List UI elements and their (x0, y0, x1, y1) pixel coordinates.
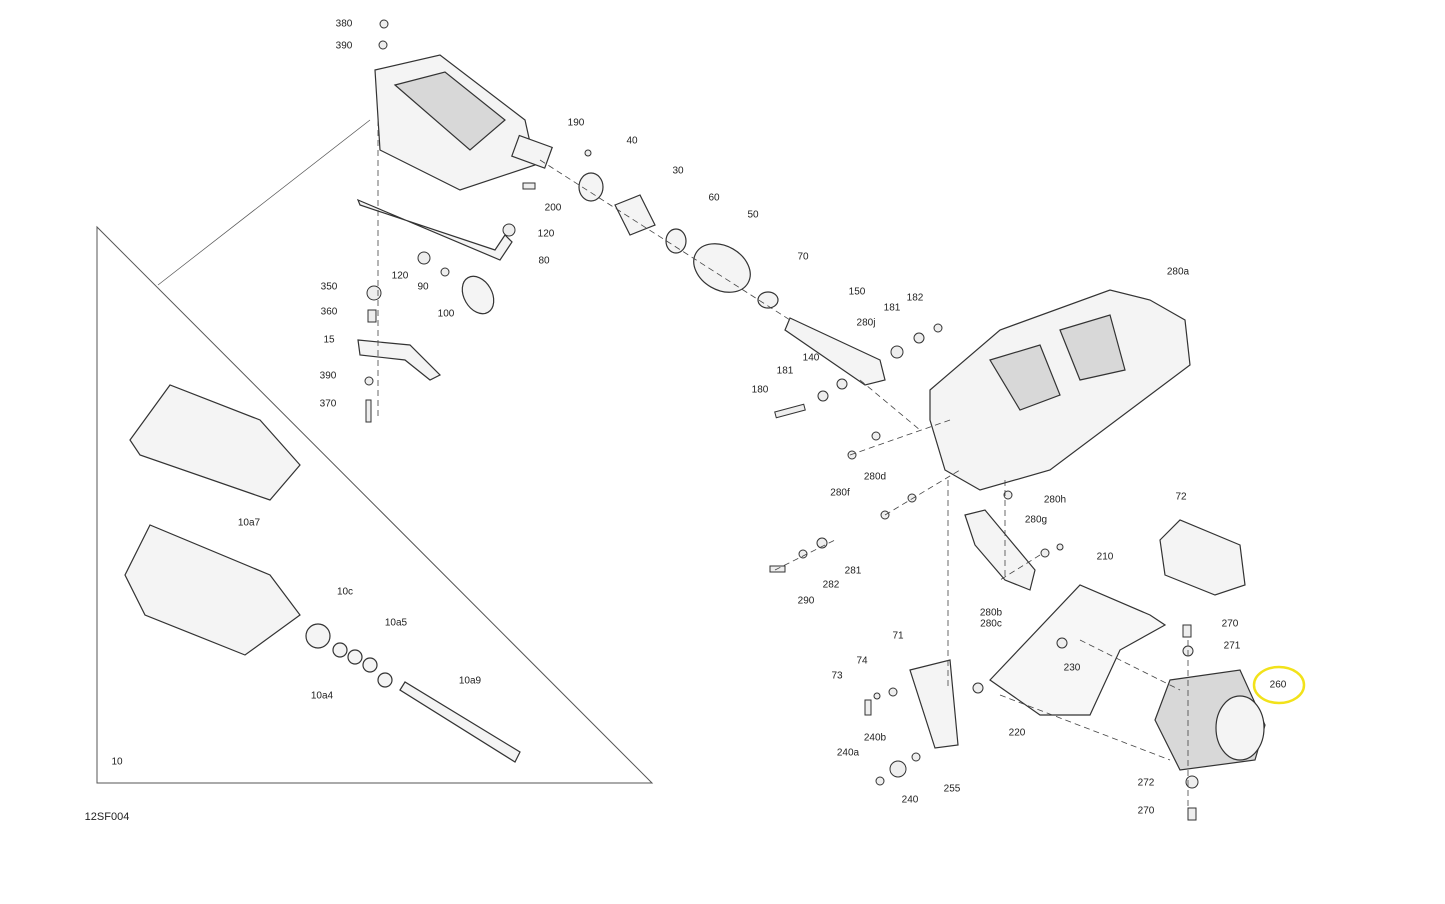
part-label[interactable]: 270 (1221, 618, 1239, 630)
part-label[interactable]: 72 (1175, 491, 1187, 503)
boot-100 (461, 275, 495, 315)
coupler-30 (614, 194, 656, 236)
part-label[interactable]: 210 (1096, 551, 1114, 563)
inset-part-label[interactable]: 10a7 (237, 517, 261, 529)
part-label[interactable]: 255 (943, 783, 961, 795)
part-label[interactable]: 240a (836, 747, 860, 759)
part-label[interactable]: 181 (776, 365, 794, 377)
plate-280b (964, 509, 1036, 591)
boot-50 (693, 243, 751, 293)
part-label[interactable]: 280d (863, 471, 887, 483)
inset-part-label[interactable]: 10a9 (458, 675, 482, 687)
part-label[interactable]: 181 (883, 302, 901, 314)
part-label[interactable]: 370 (319, 398, 337, 410)
part-label[interactable]: 240 (901, 794, 919, 806)
part-label[interactable]: 282 (822, 579, 840, 591)
inset-shaft (399, 681, 521, 763)
part-label[interactable]: 360 (320, 306, 338, 318)
module-72 (1159, 519, 1246, 596)
inset-housing (124, 524, 301, 656)
part-label[interactable]: 290 (797, 595, 815, 607)
part-label-highlighted[interactable]: 260 (1269, 679, 1287, 691)
part-label[interactable]: 140 (802, 352, 820, 364)
supercharger-assembly (374, 54, 553, 191)
part-label[interactable]: 70 (797, 251, 809, 263)
part-label[interactable]: 15 (323, 334, 335, 346)
part-label[interactable]: 60 (708, 192, 720, 204)
part-label[interactable]: 71 (892, 630, 904, 642)
part-label[interactable]: 350 (320, 281, 338, 293)
inset-part-label[interactable]: 10a5 (384, 617, 408, 629)
highlight-circle (1252, 665, 1306, 705)
part-label[interactable]: 80 (538, 255, 550, 267)
part-label[interactable]: 73 (831, 670, 843, 682)
part-label[interactable]: 150 (848, 286, 866, 298)
part-label[interactable]: 280b (979, 607, 1003, 619)
part-label[interactable]: 50 (747, 209, 759, 221)
part-label[interactable]: 120 (391, 270, 409, 282)
part-label[interactable]: 270 (1137, 805, 1155, 817)
part-label[interactable]: 30 (672, 165, 684, 177)
part-label[interactable]: 200 (544, 202, 562, 214)
part-label[interactable]: 390 (319, 370, 337, 382)
part-label[interactable]: 271 (1223, 640, 1241, 652)
part-label[interactable]: 280c (980, 618, 1002, 630)
part-label[interactable]: 280f (830, 487, 850, 499)
part-label[interactable]: 74 (856, 655, 868, 667)
part-label[interactable]: 40 (626, 135, 638, 147)
part-label[interactable]: 190 (567, 117, 585, 129)
part-label[interactable]: 281 (844, 565, 862, 577)
part-label[interactable]: 272 (1137, 777, 1155, 789)
diagram-code: 12SF004 (84, 811, 130, 823)
frame-210 (989, 584, 1167, 716)
inset-cover (129, 384, 301, 501)
part-label[interactable]: 120 (537, 228, 555, 240)
part-label[interactable]: 182 (906, 292, 924, 304)
part-label[interactable]: 240b (863, 732, 887, 744)
part-label[interactable]: 390 (335, 40, 353, 52)
part-label[interactable]: 220 (1008, 727, 1026, 739)
fasteners (364, 19, 1199, 821)
bracket-15 (357, 339, 442, 381)
inset-triangle (96, 225, 654, 784)
part-label[interactable]: 280j (856, 317, 876, 329)
inset-frame (157, 119, 371, 286)
part-label[interactable]: 90 (417, 281, 429, 293)
part-label[interactable]: 100 (437, 308, 455, 320)
tube (356, 198, 513, 261)
bracket-71 (909, 659, 959, 749)
part-label[interactable]: 230 (1063, 662, 1081, 674)
housing-280a (929, 289, 1191, 491)
inset-label: 10 (111, 756, 123, 768)
part-label[interactable]: 280a (1166, 266, 1190, 278)
link-arm-150 (784, 317, 886, 386)
part-label[interactable]: 280h (1043, 494, 1067, 506)
part-label[interactable]: 180 (751, 384, 769, 396)
inset-part-label[interactable]: 10a4 (310, 690, 334, 702)
part-label[interactable]: 280g (1024, 514, 1048, 526)
part-label[interactable]: 380 (335, 18, 353, 30)
inset-part-label[interactable]: 10c (336, 586, 354, 598)
